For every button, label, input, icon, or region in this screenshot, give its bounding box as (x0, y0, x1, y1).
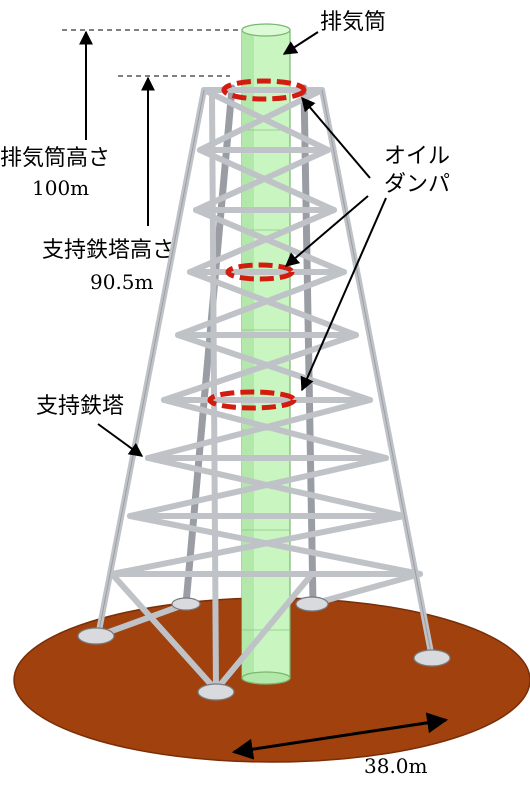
oil-damper-label-line1: オイル (384, 144, 451, 169)
tower-frame-edges (97, 89, 433, 659)
stack-pointer-arrow (282, 31, 319, 55)
foundation-pads (77, 596, 451, 701)
base-width-value: 38.0m (364, 754, 428, 778)
dimension-lines (62, 29, 242, 77)
tower-height-value: 90.5m (90, 270, 154, 294)
damper-pointer-lower (300, 197, 387, 392)
damper-pointer-top (301, 96, 371, 179)
oil-damper-middle (225, 262, 295, 282)
oil-damper-lower (207, 389, 297, 411)
tower-pointer-arrow (97, 423, 144, 457)
stack-height-title: 排気筒高さ (0, 146, 111, 171)
stack-height-value: 100m (32, 176, 90, 200)
tower-height-title: 支持鉄塔高さ (42, 238, 175, 263)
oil-damper-label-line2: ダンパ (384, 172, 451, 197)
base-width-arrow (231, 712, 449, 760)
oil-damper-top (221, 78, 307, 102)
damper-pointer-middle (284, 195, 369, 267)
support-tower-label: 支持鉄塔 (36, 394, 125, 419)
oil-dampers (207, 78, 307, 411)
stack-label: 排気筒 (320, 10, 387, 35)
annotation-arrows (79, 30, 449, 760)
